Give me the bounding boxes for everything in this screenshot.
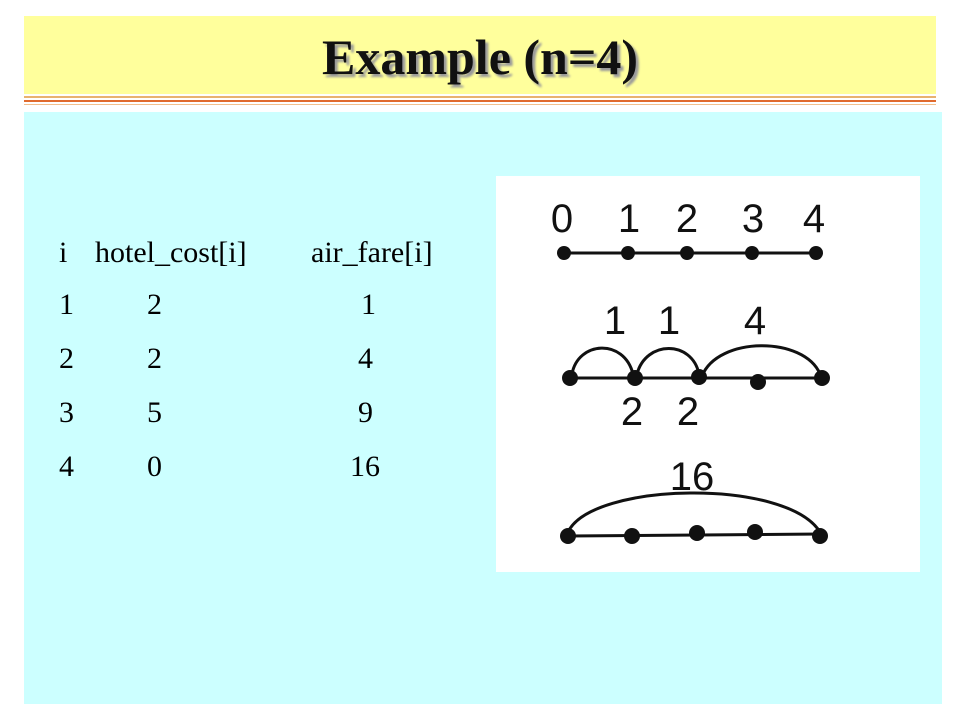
title-rule-middle	[24, 100, 936, 102]
table-cell-i: 2	[59, 342, 74, 375]
trip-diagram: 0 1 2 3 4 1 1 4 2 2 16	[496, 176, 920, 572]
title-bar: Example (n=4)	[24, 16, 936, 94]
stop-node	[750, 374, 766, 390]
table-cell-air-fare: 9	[358, 396, 373, 429]
stop-node	[691, 369, 707, 385]
stop-label: 0	[551, 197, 573, 241]
stop-node	[624, 528, 640, 544]
table-cell-hotel-cost: 2	[147, 288, 162, 321]
table-cell-hotel-cost: 5	[147, 396, 162, 429]
stop-node	[621, 246, 635, 260]
stop-node	[747, 524, 763, 540]
table-cell-i: 4	[59, 450, 74, 483]
hop-arc	[635, 347, 701, 375]
stop-node	[557, 246, 571, 260]
stop-label: 3	[742, 197, 764, 241]
table-cell-air-fare: 4	[358, 342, 373, 375]
stop-label: 4	[803, 197, 825, 241]
stop-node	[809, 246, 823, 260]
table-header-i: i	[59, 236, 68, 269]
stop-node	[562, 370, 578, 386]
slide-title: Example (n=4)	[322, 29, 638, 85]
stop-node	[560, 528, 576, 544]
hop-arc	[570, 346, 635, 375]
stop-node	[745, 246, 759, 260]
trip-diagram-svg: 0 1 2 3 4 1 1 4 2 2 16	[551, 197, 830, 544]
stop-node	[680, 246, 694, 260]
arc-label: 4	[744, 299, 766, 343]
table-cell-hotel-cost: 0	[147, 450, 162, 483]
table-cell-i: 1	[59, 288, 74, 321]
stop-node	[627, 370, 643, 386]
stop-label: 1	[618, 197, 640, 241]
stop-node	[689, 525, 705, 541]
stop-node	[814, 370, 830, 386]
title-rule-top	[24, 96, 936, 98]
table-cell-air-fare: 16	[350, 450, 380, 483]
stop-label: 2	[676, 197, 698, 241]
arc-label: 1	[658, 299, 680, 343]
arc-label: 1	[604, 299, 626, 343]
hop-arc	[566, 491, 822, 533]
table-cell-i: 3	[59, 396, 74, 429]
table-cell-air-fare: 1	[361, 288, 376, 321]
table-header-air-fare: air_fare[i]	[311, 236, 433, 269]
stop-node	[812, 528, 828, 544]
hotel-label: 2	[677, 390, 699, 434]
title-rule-bottom	[24, 104, 936, 105]
hotel-label: 2	[621, 390, 643, 434]
table-header-hotel-cost: hotel_cost[i]	[95, 236, 247, 269]
table-cell-hotel-cost: 2	[147, 342, 162, 375]
hop-arc	[700, 344, 822, 377]
